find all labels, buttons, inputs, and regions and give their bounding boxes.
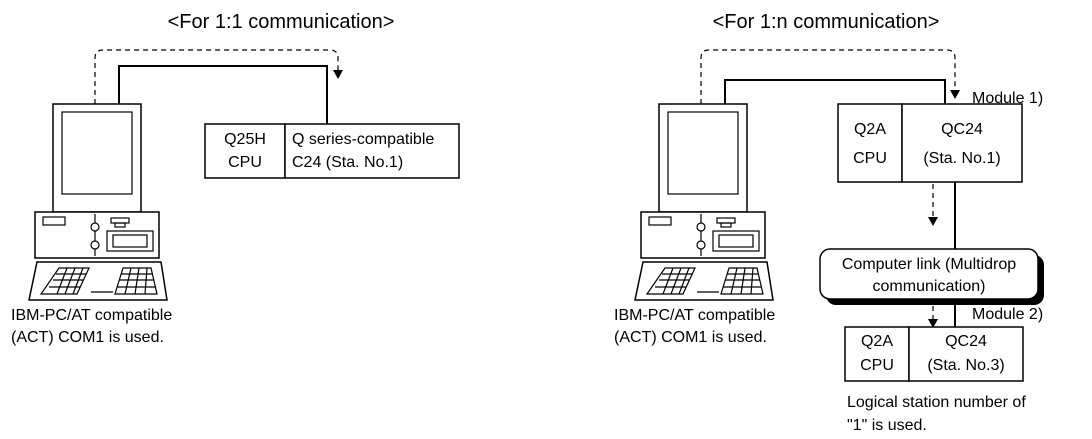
left-signal-arrowhead (333, 70, 343, 79)
right-signal-path (700, 49, 956, 104)
link-line1: Computer link (Multidrop (842, 256, 1016, 273)
module1-cpu-line1: Q2A (854, 121, 886, 138)
module2-unit-line2: (Sta. No.3) (927, 357, 1004, 374)
left-pc-icon (28, 103, 168, 301)
left-serial-cable (118, 65, 328, 124)
module1-label: Module 1) (972, 90, 1043, 107)
left-signal-path (94, 49, 339, 104)
module2-cpu-line1: Q2A (861, 333, 893, 350)
module2-link-arrowhead (928, 319, 938, 328)
right-serial-cable (724, 79, 946, 104)
right-signal-arrowhead-top (950, 90, 960, 99)
logical-station-line2: "1" is used. (847, 417, 927, 434)
left-pc-caption-line1: IBM-PC/AT compatible (11, 307, 172, 324)
module1-cpu-box (837, 103, 903, 183)
left-cpu-line2: CPU (228, 154, 262, 171)
logical-station-line1: Logical station number of (847, 394, 1026, 411)
module1-unit-line2: (Sta. No.1) (923, 150, 1000, 167)
module2-unit-box (908, 326, 1024, 382)
right-title: <For 1:n communication> (713, 11, 940, 33)
left-cpu-line1: Q25H (224, 131, 266, 148)
link-box (819, 248, 1039, 300)
right-pc-caption-line1: IBM-PC/AT compatible (614, 307, 775, 324)
left-cpu-box (204, 123, 286, 179)
module1-unit-box (901, 103, 1023, 183)
link-line2: communication) (873, 278, 986, 295)
module2-unit-line1: QC24 (945, 333, 987, 350)
right-pc-icon (634, 103, 774, 301)
left-module-line2: C24 (Sta. No.1) (292, 154, 403, 171)
module2-cpu-line2: CPU (860, 357, 894, 374)
module1-unit-line1: QC24 (941, 121, 983, 138)
module2-label: Module 2) (972, 306, 1043, 323)
left-module-line1: Q series-compatible (292, 131, 434, 148)
left-module-box (284, 123, 460, 179)
left-pc-caption-line2: (ACT) COM1 is used. (11, 329, 164, 346)
right-pc-caption-line2: (ACT) COM1 is used. (614, 329, 767, 346)
module1-cpu-line2: CPU (853, 150, 887, 167)
left-title: <For 1:1 communication> (168, 11, 395, 33)
module1-link-arrowhead (928, 217, 938, 226)
